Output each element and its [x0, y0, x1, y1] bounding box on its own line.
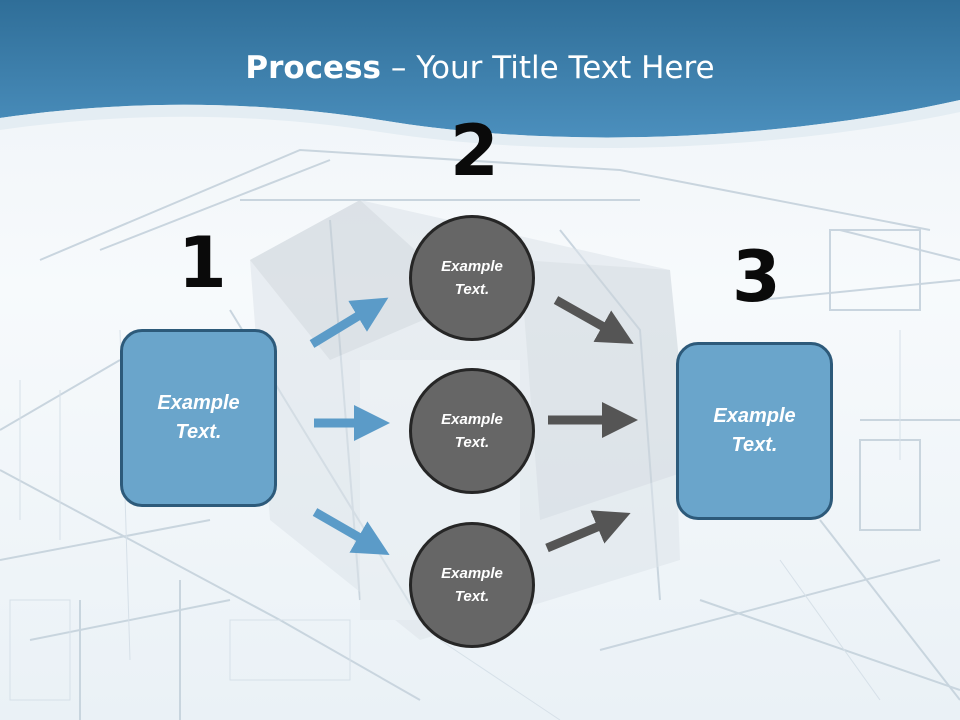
- title-bold: Process: [245, 50, 381, 86]
- step-number-1: 1: [178, 222, 227, 304]
- step-number-2: 2: [450, 110, 499, 192]
- circle-middle-text: Example Text.: [441, 411, 503, 451]
- arrow-1-to-bottom: [312, 508, 390, 555]
- arrow-top-to-3: [553, 296, 634, 344]
- step-1-text: Example Text.: [157, 392, 240, 443]
- circle-bottom-text: Example Text.: [441, 565, 503, 605]
- step-3-text: Example Text.: [713, 405, 796, 456]
- step-3-box: Example Text.: [676, 342, 833, 520]
- arrow-bottom-to-3: [545, 510, 631, 553]
- title-rest: – Your Title Text Here: [381, 50, 715, 86]
- slide-title: Process – Your Title Text Here: [0, 50, 960, 86]
- circle-bottom: Example Text.: [409, 522, 535, 648]
- step-number-3: 3: [732, 236, 781, 318]
- circle-top-text: Example Text.: [441, 258, 503, 298]
- circle-top: Example Text.: [409, 215, 535, 341]
- circle-middle: Example Text.: [409, 368, 535, 494]
- step-1-box: Example Text.: [120, 329, 277, 507]
- arrow-1-to-top: [309, 297, 389, 348]
